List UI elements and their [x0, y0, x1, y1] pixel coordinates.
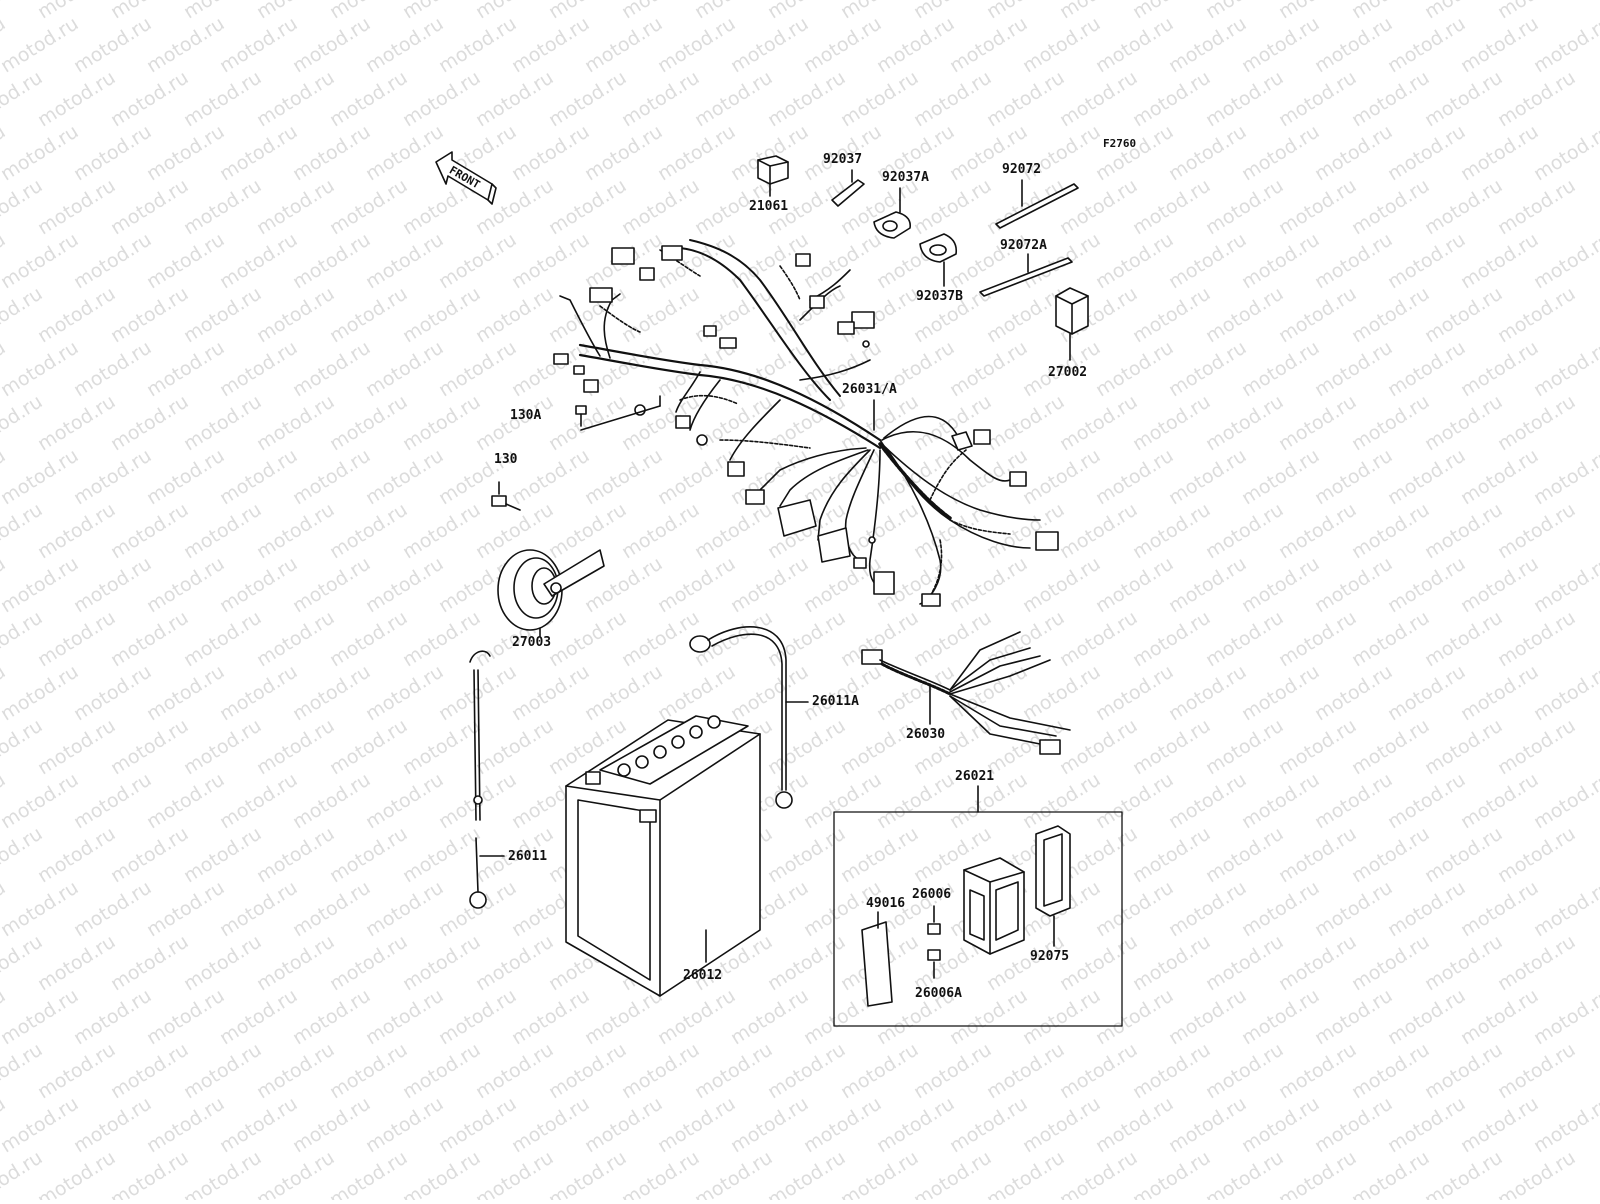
part-label-130: 130	[494, 452, 518, 467]
part-label-26030: 26030	[906, 727, 946, 742]
part-label-26011a: 26011A	[812, 694, 859, 709]
part-label-130a: 130A	[510, 408, 542, 423]
part-label-26006: 26006	[912, 887, 952, 902]
front-arrow-icon: FRONT	[435, 151, 497, 205]
bolt-130-icon	[491, 481, 521, 511]
fuse-box-group-26021	[833, 785, 1123, 1027]
part-label-92075: 92075	[1030, 949, 1070, 964]
part-label-49016: 49016	[866, 896, 906, 911]
battery-cable-26011	[469, 650, 505, 909]
bolt-130a-icon	[575, 395, 661, 431]
main-harness-26031a	[553, 239, 1059, 607]
clamp-92037a-icon	[873, 187, 912, 239]
part-label-26006a: 26006A	[915, 986, 962, 1001]
horn-27003-icon	[497, 549, 605, 637]
relay-27002-icon	[1055, 287, 1089, 361]
part-label-26011: 26011	[508, 849, 548, 864]
sub-harness-26030	[861, 631, 1071, 755]
part-label-92072a: 92072A	[1000, 238, 1047, 253]
part-label-92072: 92072	[1002, 162, 1042, 177]
part-label-21061: 21061	[749, 199, 789, 214]
battery-cable-26011a	[689, 626, 809, 809]
cable-tie-92072a-icon	[979, 253, 1073, 297]
cable-tie-92072-icon	[995, 179, 1079, 229]
part-label-27003: 27003	[512, 635, 552, 650]
strap-92037-icon	[831, 169, 865, 207]
part-label-26012: 26012	[683, 968, 723, 983]
part-label-92037: 92037	[823, 152, 863, 167]
part-label-92037b: 92037B	[916, 289, 963, 304]
part-label-26021: 26021	[955, 769, 995, 784]
part-label-92037a: 92037A	[882, 170, 929, 185]
clamp-92037b-icon	[919, 233, 958, 287]
battery-26012-icon	[565, 715, 761, 997]
part-label-26031a: 26031/A	[842, 382, 897, 397]
part-label-27002: 27002	[1048, 365, 1088, 380]
sheet-code: F2760	[1103, 137, 1137, 150]
relay-21061-icon	[757, 155, 789, 197]
